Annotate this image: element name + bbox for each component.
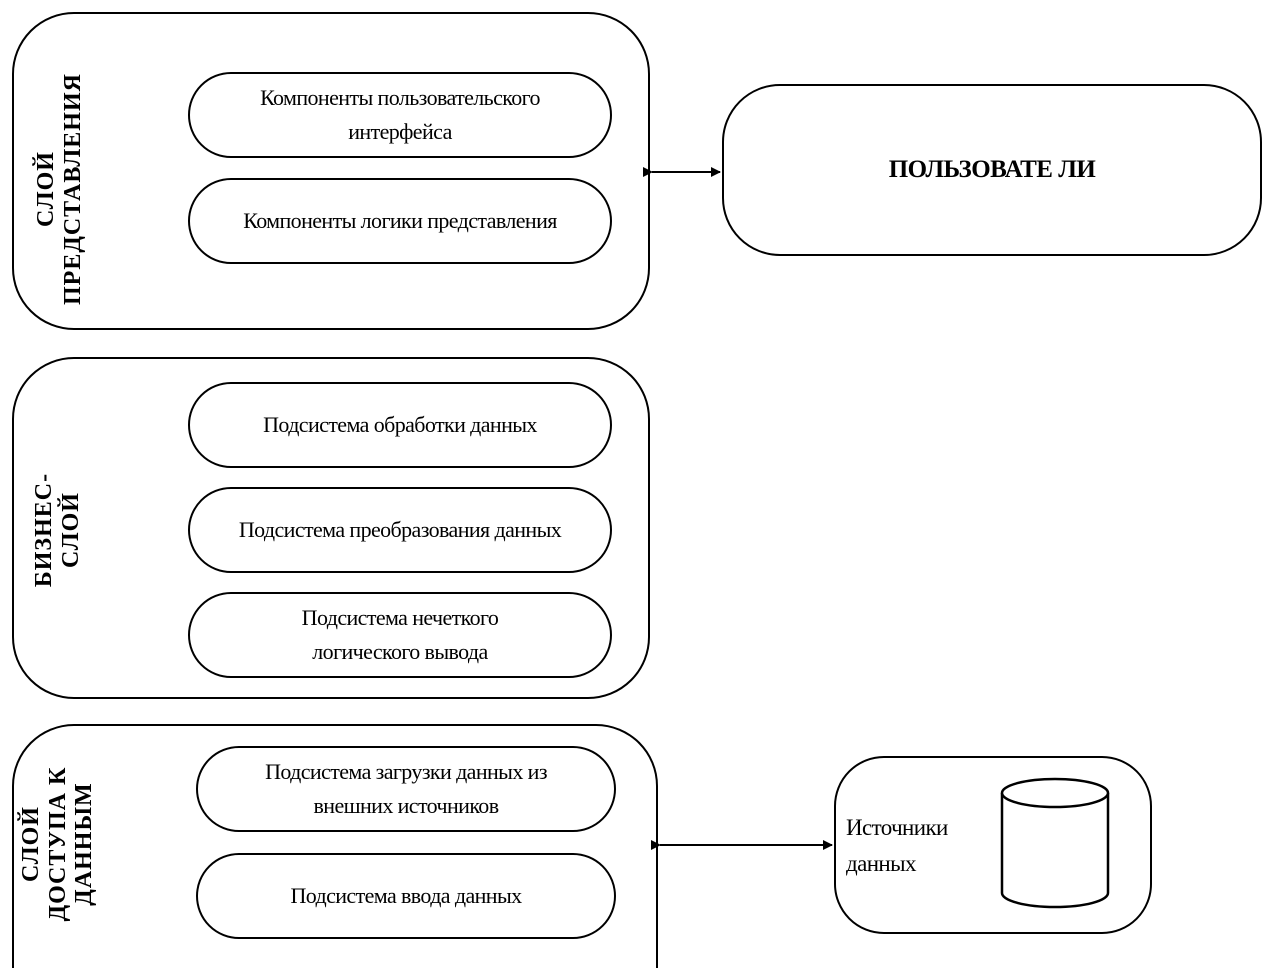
data-processing-label: Подсистема обработки данных	[263, 411, 537, 437]
presentation-layer: СЛОЙ ПРЕДСТАВЛЕНИЯ	[12, 12, 650, 330]
data-sources-line1: Источники	[846, 815, 948, 840]
users-box: ПОЛЬЗОВАТЕ ЛИ	[722, 84, 1262, 256]
ui-components: Компоненты пользовательского интерфейса	[188, 72, 612, 158]
database-cylinder-icon	[1000, 777, 1110, 909]
data-loading-subsystem: Подсистема загрузки данных из внешних ис…	[196, 746, 616, 832]
fuzzy-inference-subsystem: Подсистема нечеткого логического вывода	[188, 592, 612, 678]
data-input-subsystem: Подсистема ввода данных	[196, 853, 616, 939]
data-sources-label: Источники данных	[846, 810, 948, 881]
data-sources-box	[834, 756, 1152, 934]
fuzzy-inference-line2: логического вывода	[312, 639, 488, 664]
data-transformation-subsystem: Подсистема преобразования данных	[188, 487, 612, 573]
presentation-logic-label: Компоненты логики представления	[243, 207, 557, 233]
ui-components-line1: Компоненты пользовательского	[260, 84, 540, 110]
presentation-logic-components: Компоненты логики представления	[188, 178, 612, 264]
data-sources-line2: данных	[846, 850, 916, 876]
users-label: ПОЛЬЗОВАТЕ ЛИ	[888, 156, 1096, 183]
fuzzy-inference-line1: Подсистема нечеткого	[301, 604, 499, 630]
ui-components-line2: интерфейса	[348, 119, 452, 144]
data-loading-line2: внешних источников	[313, 793, 500, 818]
data-transformation-label: Подсистема преобразования данных	[238, 516, 562, 542]
data-loading-line1: Подсистема загрузки данных из	[265, 758, 547, 784]
data-processing-subsystem: Подсистема обработки данных	[188, 382, 612, 468]
data-input-label: Подсистема ввода данных	[290, 882, 522, 908]
